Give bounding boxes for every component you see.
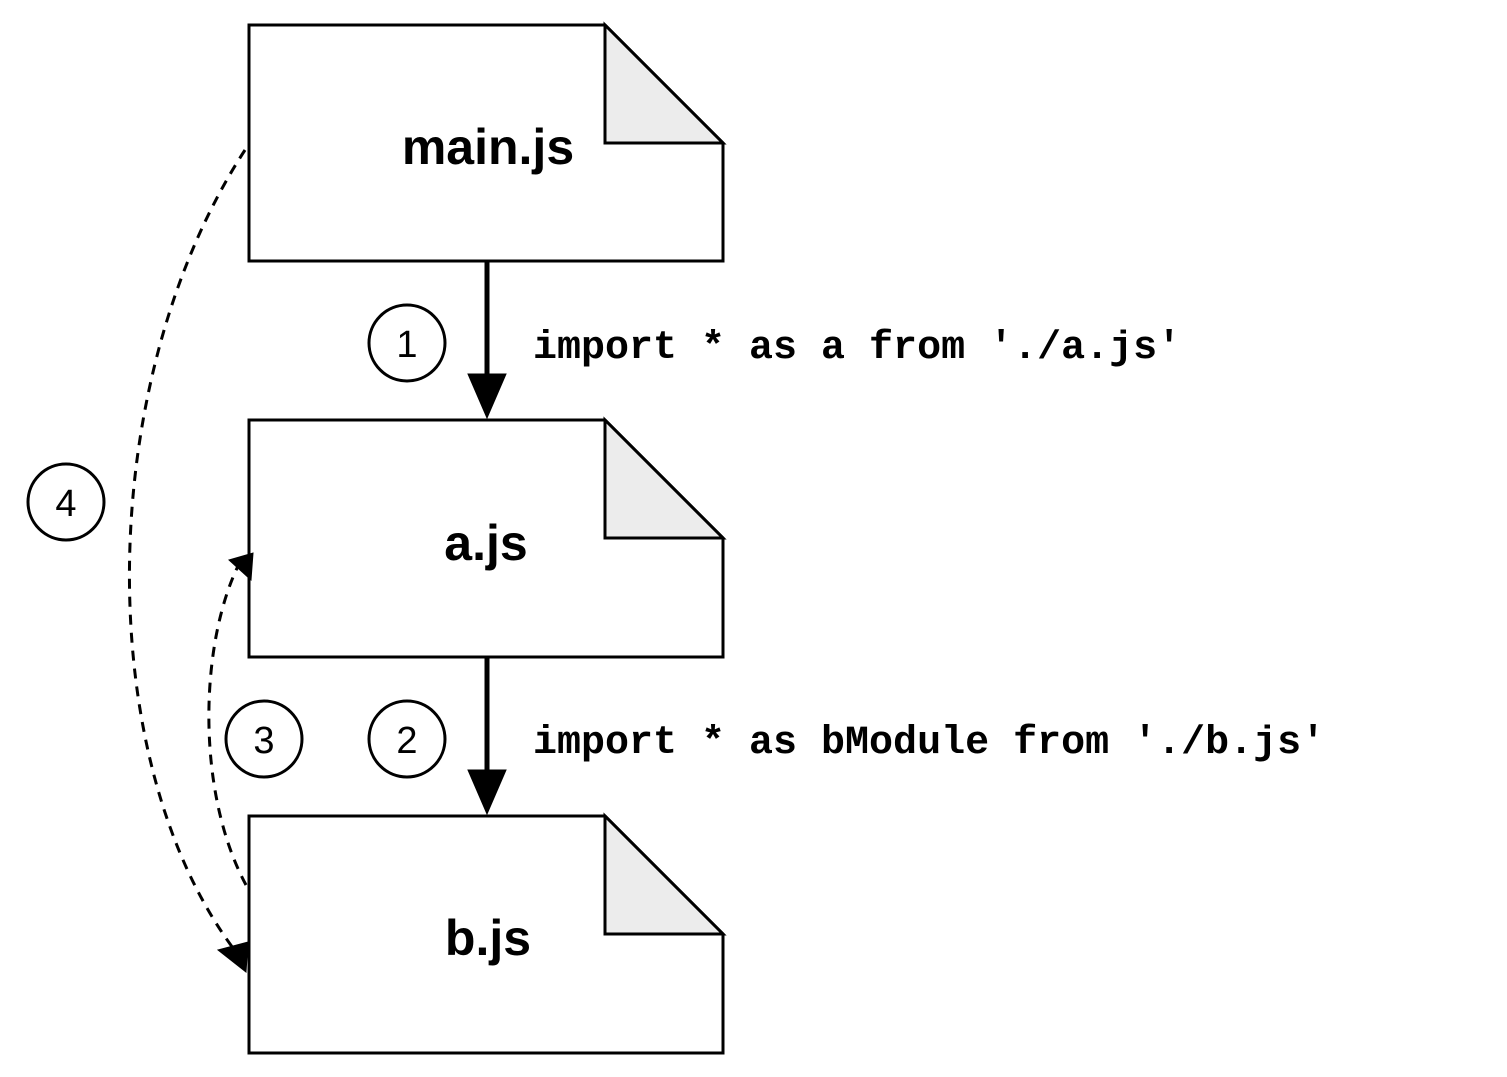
file-label-a: a.js — [444, 515, 527, 571]
file-node-main: main.js — [247, 21, 727, 263]
step-badge-1 — [367, 303, 447, 383]
step-badge-4 — [26, 462, 106, 542]
arrow-head-icon — [467, 373, 507, 420]
file-fold-corner — [603, 416, 727, 540]
file-node-b: b.js — [247, 812, 727, 1055]
step-number-4: 4 — [55, 483, 76, 525]
import-statement-a: import * as a from './a.js' — [533, 326, 1181, 371]
file-fold-corner — [603, 812, 727, 936]
arrow-head-icon — [228, 552, 254, 582]
edge-a-to-b: 2 import * as bModule from './b.js' — [367, 658, 1325, 816]
file-label-main: main.js — [402, 119, 574, 175]
step-number-2: 2 — [396, 720, 417, 762]
arrow-head-icon — [467, 769, 507, 816]
dashed-arrow-line — [128, 149, 247, 953]
step-badge-3 — [224, 699, 304, 779]
file-fold-corner — [603, 21, 727, 145]
file-node-a: a.js — [247, 416, 727, 659]
import-statement-b: import * as bModule from './b.js' — [533, 721, 1325, 766]
file-label-b: b.js — [445, 910, 531, 966]
step-number-3: 3 — [253, 720, 274, 762]
step-badge-2 — [367, 699, 447, 779]
dashed-arrow-line — [207, 561, 248, 886]
arrow-head-icon — [216, 941, 249, 973]
edge-main-to-a: 1 import * as a from './a.js' — [367, 262, 1181, 420]
step-number-1: 1 — [396, 324, 417, 366]
edge-b-to-a: 3 — [207, 552, 304, 886]
edge-main-to-b: 4 — [26, 149, 249, 973]
